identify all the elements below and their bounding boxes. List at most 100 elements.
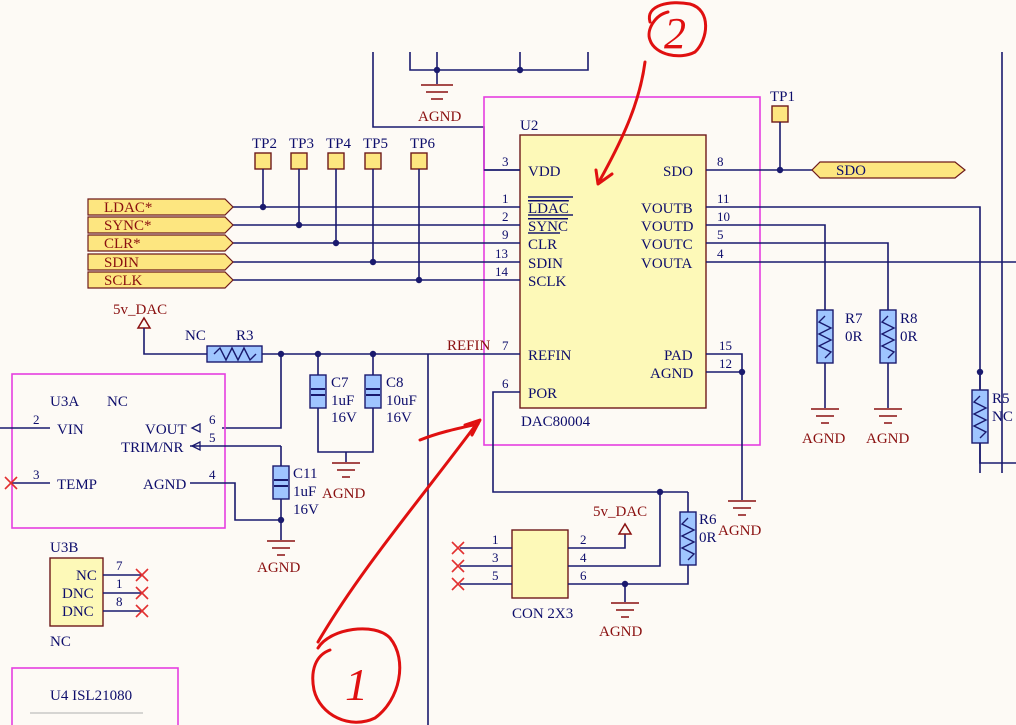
u3a-outline (11, 373, 226, 529)
tp2-test-point[interactable] (254, 152, 272, 170)
u3a-pin-name: TRIM/NR (121, 440, 184, 456)
r8-refdes: R8 (900, 311, 918, 327)
j2-pin-num: 3 (492, 550, 499, 565)
u2-pin-name: SCLK (528, 274, 567, 290)
test-points: TP2 TP3 TP4 TP5 TP6 (252, 136, 436, 284)
tp1-label: TP1 (770, 89, 795, 105)
u2-pin-name: VOUTD (641, 219, 694, 235)
u3b-pin-name: DNC (62, 604, 94, 620)
u2-pin-num: 10 (717, 209, 730, 224)
u2-pin-num: 14 (495, 264, 509, 279)
j2-connector[interactable]: J2 CON 2X3 1 3 5 2 4 6 (451, 488, 689, 622)
u2-pin-num: 3 (502, 154, 509, 169)
left-ports: LDAC* SYNC* CLR* SDIN SCLK (87, 198, 234, 289)
u3a-refdes: U3A (50, 394, 79, 410)
u3b-pin-name: NC (76, 568, 97, 584)
j2-pin-num: 1 (492, 532, 499, 547)
port-sdin-label: SDIN (104, 255, 139, 271)
agnd-symbol-pad: AGND (718, 500, 761, 539)
u3b-pin-num: 8 (116, 594, 123, 609)
refin-network: 5v_DAC NC R3 (113, 302, 377, 462)
u2-pin-num: 2 (502, 209, 509, 224)
r5-resistor[interactable]: R5 NC (971, 368, 1016, 464)
u2-pin-num: 12 (719, 356, 732, 371)
u3b-refdes: U3B (50, 540, 78, 556)
r3-nc-label: NC (185, 328, 206, 344)
u3a-pin-name: VIN (57, 422, 84, 438)
u2-pin-num: 11 (717, 191, 730, 206)
ink-label-2: 2 (664, 9, 686, 58)
u2-pin-name: CLR (528, 237, 557, 253)
u2-chip-body (519, 134, 707, 409)
u3a-ic: U3A NC 2 VIN 6 VOUT 5 TRIM/NR 3 TEMP 4 A… (0, 394, 281, 521)
agnd-label: AGND (418, 109, 461, 125)
agnd-symbol-c11: AGND (257, 540, 300, 576)
r8-resistor[interactable]: R8 0R (879, 309, 918, 408)
r3-refdes: R3 (236, 328, 254, 344)
u4-outline (11, 667, 179, 725)
power-5v-dac-label: 5v_DAC (593, 504, 647, 520)
agnd-symbol-r7: AGND (802, 408, 845, 447)
tp2-label: TP2 (252, 136, 277, 152)
tp6-test-point[interactable] (410, 152, 428, 170)
u2-pin-num: 6 (502, 376, 509, 391)
u2-pin-name: SYNC (528, 219, 568, 235)
tp3-test-point[interactable] (290, 152, 308, 170)
agnd-label: AGND (718, 523, 761, 539)
port-ldac-label: LDAC* (104, 200, 152, 216)
agnd-symbol-caps: AGND (322, 462, 365, 502)
port-sclk[interactable] (87, 271, 234, 289)
u2-pin-name: SDO (663, 164, 693, 180)
ink-arrowhead-icon (594, 168, 614, 186)
tp4-label: TP4 (326, 136, 352, 152)
r8-value: 0R (900, 329, 918, 345)
u3a-pin-num: 4 (209, 467, 216, 482)
u3a-pin-name: TEMP (57, 477, 97, 493)
agnd-label: AGND (257, 560, 300, 576)
u2-pin-num: 15 (719, 338, 732, 353)
u2-part-number: DAC80004 (521, 414, 591, 430)
c7-refdes: C7 (331, 375, 349, 391)
tp4-test-point[interactable] (327, 152, 345, 170)
u2-pin-name: VOUTC (641, 237, 693, 253)
j2-pin-num: 5 (492, 568, 499, 583)
u2-pin-num: 5 (717, 227, 724, 242)
ink-arrow-line (598, 60, 647, 182)
refin-net-label: REFIN (447, 338, 491, 354)
u2-pin-num: 9 (502, 227, 509, 242)
c11-capacitor[interactable]: C11 1uF 16V (222, 445, 319, 540)
u2-pin-name: PAD (664, 348, 693, 364)
port-sync[interactable] (87, 216, 234, 234)
tp5-test-point[interactable] (364, 152, 382, 170)
r6-resistor[interactable]: R6 0R (679, 492, 717, 566)
c8-voltage: 16V (386, 410, 412, 426)
ink-annotation-2: 2 (594, 1, 708, 186)
sdo-port-label: SDO (836, 163, 866, 179)
power-arrow-icon (617, 522, 633, 535)
ink-stroke (418, 422, 480, 442)
c8-capacitor[interactable]: C8 10uF 16V (364, 374, 417, 426)
u2-pin-num: 8 (717, 154, 724, 169)
r5-refdes: R5 (992, 391, 1010, 407)
tp1-test-point[interactable]: TP1 (770, 89, 795, 174)
j2-pin-num: 6 (580, 568, 587, 583)
c11-refdes: C11 (293, 466, 317, 482)
port-clr[interactable] (87, 234, 234, 252)
j2-pin-num: 4 (580, 550, 587, 565)
agnd-label: AGND (866, 431, 909, 447)
c11-voltage: 16V (293, 502, 319, 518)
c7-capacitor[interactable]: C7 1uF 16V (309, 374, 357, 426)
ink-arrowhead-icon (463, 418, 482, 437)
u2-pin-name: AGND (650, 366, 693, 382)
sdo-port[interactable]: SDO (811, 161, 966, 179)
u2-left-pins: 3 VDD 1 LDAC 2 SYNC 9 CLR 13 SDIN 14 SCL… (233, 154, 688, 493)
u3b-ic: U3B NC DNC DNC 7 1 8 NC (49, 540, 149, 650)
u3a-pin-name: AGND (143, 477, 186, 493)
agnd-symbol-r8: AGND (866, 408, 909, 447)
port-ldac[interactable] (87, 198, 234, 216)
r7-resistor[interactable]: R7 0R (816, 309, 863, 408)
u3b-pin-num: 7 (116, 558, 123, 573)
u3a-pin-num: 3 (33, 467, 40, 482)
r5-value: NC (992, 409, 1013, 425)
port-sdin[interactable] (87, 253, 234, 271)
